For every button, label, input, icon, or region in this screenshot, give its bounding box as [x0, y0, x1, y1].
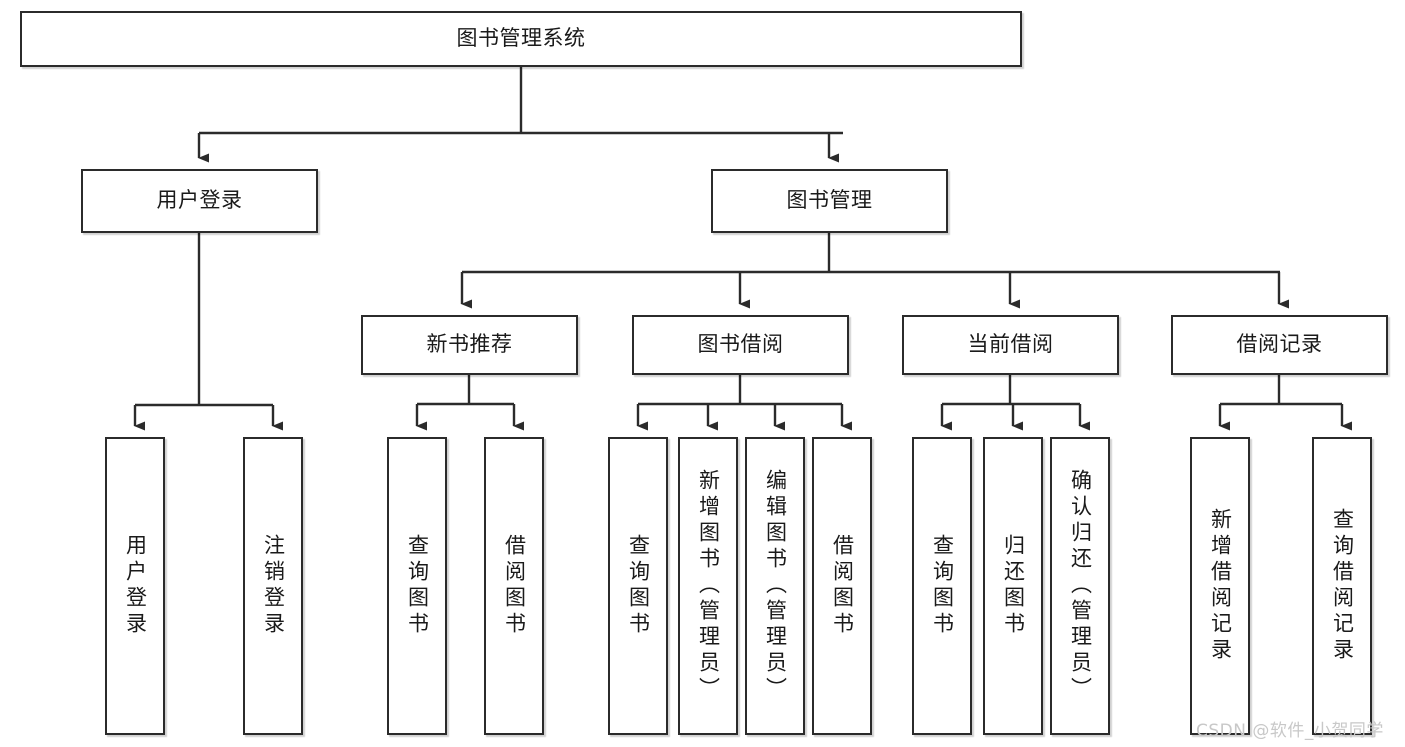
node-borrow-record[interactable]: 借阅记录: [1171, 315, 1388, 375]
node-leaf-query-record[interactable]: 查询借阅记录: [1312, 437, 1372, 735]
node-leaf-query-book-3[interactable]: 查询图书: [912, 437, 972, 735]
node-leaf-query-book-2-label: 查询图书: [626, 534, 651, 638]
node-user-login[interactable]: 用户登录: [81, 169, 318, 233]
edges-userlogin-to-leaves: [133, 233, 283, 431]
edges-bookmanage-to-level3: [460, 233, 1289, 309]
node-book-manage[interactable]: 图书管理: [711, 169, 948, 233]
node-leaf-borrow-book-1-label: 借阅图书: [502, 534, 527, 638]
node-leaf-user-login[interactable]: 用户登录: [105, 437, 165, 735]
node-leaf-borrow-book-1[interactable]: 借阅图书: [484, 437, 544, 735]
node-book-borrow[interactable]: 图书借阅: [632, 315, 849, 375]
node-leaf-add-record-label: 新增借阅记录: [1208, 508, 1233, 664]
node-leaf-query-book-3-label: 查询图书: [930, 534, 955, 638]
node-leaf-borrow-book-2-label: 借阅图书: [830, 534, 855, 638]
node-book-borrow-label: 图书借阅: [697, 332, 784, 357]
node-leaf-return-book[interactable]: 归还图书: [983, 437, 1043, 735]
edges-bookborrow-to-leaves: [636, 375, 852, 431]
node-leaf-confirm-return[interactable]: 确认归还（管理员）: [1050, 437, 1110, 735]
node-leaf-return-book-label: 归还图书: [1001, 534, 1026, 638]
node-leaf-query-record-label: 查询借阅记录: [1330, 508, 1355, 664]
node-leaf-confirm-return-label: 确认归还（管理员）: [1068, 469, 1093, 703]
node-book-manage-label: 图书管理: [786, 188, 873, 213]
node-leaf-edit-book[interactable]: 编辑图书（管理员）: [745, 437, 805, 735]
node-root[interactable]: 图书管理系统: [20, 11, 1022, 67]
node-leaf-query-book-1-label: 查询图书: [405, 534, 430, 638]
node-leaf-add-book[interactable]: 新增图书（管理员）: [678, 437, 738, 735]
node-leaf-query-book-1[interactable]: 查询图书: [387, 437, 447, 735]
node-leaf-user-login-label: 用户登录: [123, 534, 148, 638]
node-root-label: 图书管理系统: [456, 26, 586, 51]
edges-root-to-level2: [197, 67, 843, 163]
node-leaf-add-record[interactable]: 新增借阅记录: [1190, 437, 1250, 735]
node-leaf-borrow-book-2[interactable]: 借阅图书: [812, 437, 872, 735]
edges-currentborrow-to-leaves: [940, 375, 1090, 431]
node-current-borrow-label: 当前借阅: [967, 332, 1054, 357]
node-user-login-label: 用户登录: [156, 188, 243, 213]
node-leaf-query-book-2[interactable]: 查询图书: [608, 437, 668, 735]
edges-newbook-to-leaves: [415, 375, 524, 431]
node-borrow-record-label: 借阅记录: [1236, 332, 1323, 357]
node-leaf-edit-book-label: 编辑图书（管理员）: [763, 469, 788, 703]
node-new-book-rec[interactable]: 新书推荐: [361, 315, 578, 375]
node-leaf-add-book-label: 新增图书（管理员）: [696, 469, 721, 703]
node-leaf-logout-label: 注销登录: [261, 534, 286, 638]
node-new-book-rec-label: 新书推荐: [426, 332, 513, 357]
edges-borrowrecord-to-leaves: [1218, 375, 1352, 431]
node-current-borrow[interactable]: 当前借阅: [902, 315, 1119, 375]
csdn-watermark: CSDN @软件_小贺同学: [1196, 721, 1384, 741]
node-leaf-logout[interactable]: 注销登录: [243, 437, 303, 735]
